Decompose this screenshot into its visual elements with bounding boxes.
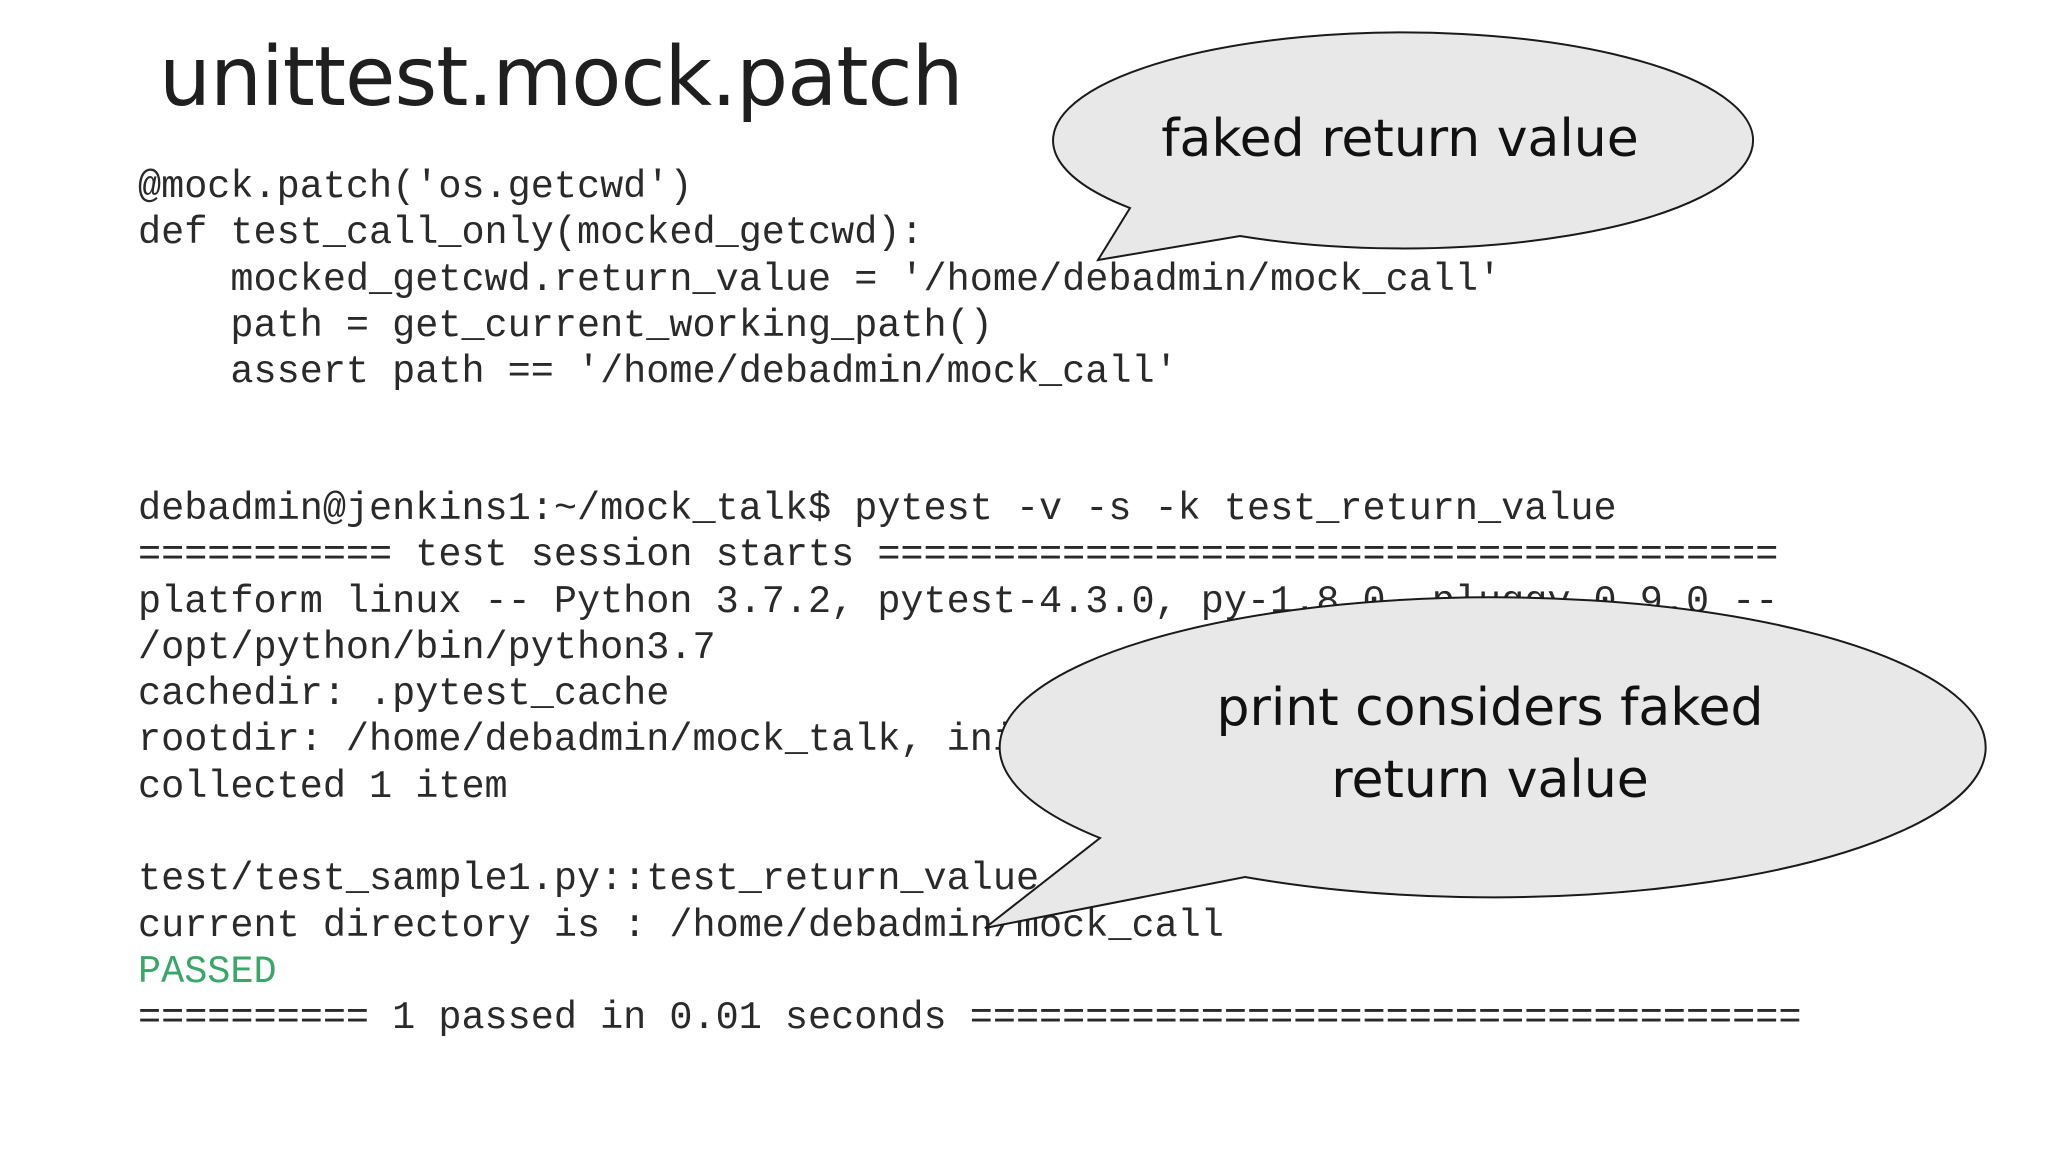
- terminal-output: debadmin@jenkins1:~/mock_talk$ pytest -v…: [138, 486, 1801, 1042]
- terminal-line: /opt/python/bin/python3.7: [138, 625, 716, 670]
- code-line: path = get_current_working_path(): [138, 303, 993, 348]
- terminal-line: ========== 1 passed in 0.01 seconds ====…: [138, 996, 1802, 1041]
- slide-title: unittest.mock.patch: [159, 30, 964, 125]
- terminal-line: =========== test session starts ========…: [138, 533, 1779, 578]
- callout-line: return value: [1331, 750, 1649, 810]
- code-line: def test_call_only(mocked_getcwd):: [138, 211, 924, 256]
- passed-status: PASSED: [138, 949, 277, 994]
- terminal-line: [138, 810, 1801, 856]
- code-block: @mock.patch('os.getcwd')def test_call_on…: [138, 164, 1501, 395]
- code-line: assert path == '/home/debadmin/mock_call…: [138, 350, 1178, 395]
- callout-line: print considers faked: [1216, 678, 1764, 738]
- terminal-line: cachedir: .pytest_cache: [138, 672, 670, 717]
- code-line: @mock.patch('os.getcwd'): [138, 165, 693, 209]
- terminal-line: collected 1 item: [138, 764, 508, 809]
- callout-print-considers: print considers faked return value: [1120, 672, 1860, 816]
- callout-faked-return-value: faked return value: [1161, 109, 1639, 169]
- terminal-line: test/test_sample1.py::test_return_value: [138, 857, 1040, 902]
- terminal-line: platform linux -- Python 3.7.2, pytest-4…: [138, 579, 1779, 624]
- terminal-line: debadmin@jenkins1:~/mock_talk$ pytest -v…: [138, 487, 1617, 531]
- terminal-line: current directory is : /home/debadmin/mo…: [138, 903, 1224, 948]
- code-line: mocked_getcwd.return_value = '/home/deba…: [138, 257, 1502, 302]
